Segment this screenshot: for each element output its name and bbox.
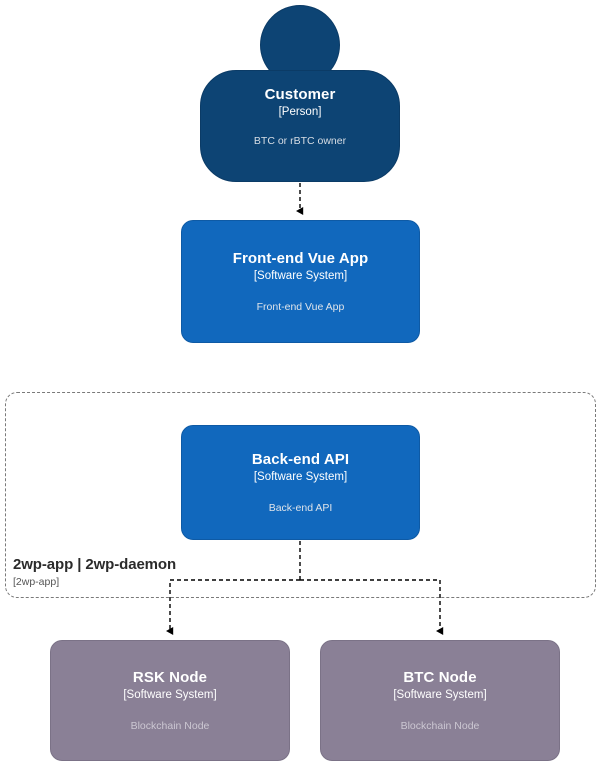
node-customer-title: Customer [264,86,336,103]
node-backend-api-description: Back-end API [268,502,333,514]
system-boundary-2wp-app [5,392,596,598]
node-frontend-vue-app-description: Front-end Vue App [256,301,345,313]
node-customer-description: BTC or rBTC owner [253,135,347,147]
system-boundary-type: [2wp-app] [13,576,60,588]
node-btc-node-description: Blockchain Node [400,720,480,732]
node-btc-node[interactable]: BTC Node [Software System] Blockchain No… [320,640,560,761]
node-backend-api[interactable]: Back-end API [Software System] Back-end … [181,425,420,540]
node-frontend-vue-app-type: [Software System] [253,270,348,282]
node-customer[interactable]: Customer [Person] BTC or rBTC owner [200,70,400,182]
node-backend-api-type: [Software System] [253,471,348,483]
system-boundary-title: 2wp-app | 2wp-daemon [13,556,177,573]
node-backend-api-title: Back-end API [251,451,350,468]
node-btc-node-title: BTC Node [403,669,477,686]
node-frontend-vue-app[interactable]: Front-end Vue App [Software System] Fron… [181,220,420,343]
node-customer-type: [Person] [278,106,322,118]
node-frontend-vue-app-title: Front-end Vue App [232,250,369,267]
node-rsk-node-description: Blockchain Node [130,720,210,732]
node-btc-node-type: [Software System] [393,689,487,701]
node-rsk-node-type: [Software System] [123,689,217,701]
node-rsk-node[interactable]: RSK Node [Software System] Blockchain No… [50,640,290,761]
node-rsk-node-title: RSK Node [132,669,208,686]
system-boundary-label: 2wp-app | 2wp-daemon [2wp-app] [13,555,176,589]
